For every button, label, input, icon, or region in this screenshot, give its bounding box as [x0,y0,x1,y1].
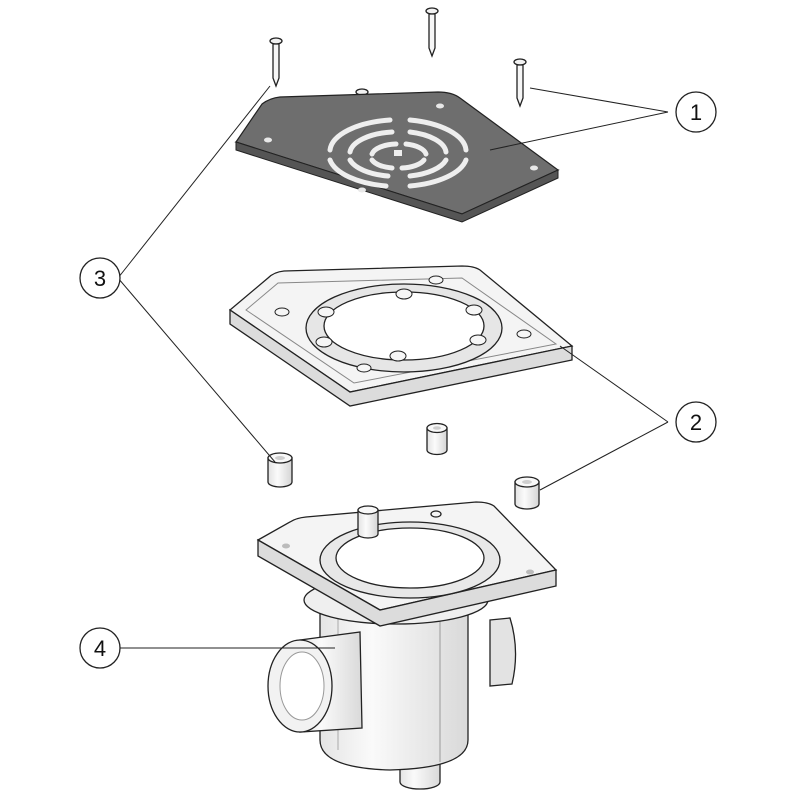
callout-1: 1 [675,91,717,133]
callout-4: 4 [79,627,121,669]
callout-2-label: 2 [690,410,702,435]
drain-body [256,501,558,790]
screw [425,7,439,58]
frame [228,265,574,407]
spacer-group [267,422,540,510]
callout-3-label: 3 [94,266,106,291]
spacer [426,422,448,456]
screw [513,58,527,108]
callout-3: 3 [79,257,121,299]
callout-1-label: 1 [690,100,702,125]
leader-lines [117,85,669,649]
grate [234,91,560,223]
callout-2: 2 [675,401,717,443]
screw [269,37,283,88]
callout-4-label: 4 [94,636,106,661]
spacer [514,476,540,510]
